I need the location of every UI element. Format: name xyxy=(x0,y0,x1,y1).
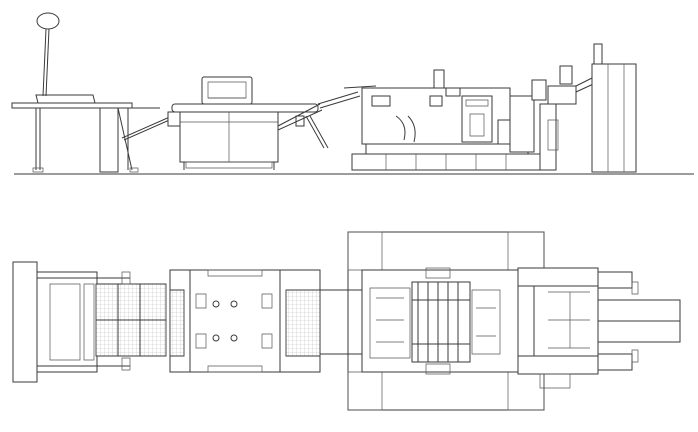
top-plan-view xyxy=(13,232,680,410)
plan-printing-unit xyxy=(320,232,544,410)
plan-dryer-conveyor xyxy=(170,270,320,372)
side-dryer-conveyor xyxy=(168,77,360,170)
plan-feeder-table xyxy=(13,262,166,382)
side-feeder-table xyxy=(12,13,174,172)
side-stacker-delivery xyxy=(510,44,636,172)
side-printing-unit xyxy=(344,70,546,170)
signal-lamp xyxy=(37,13,59,29)
plan-stacker-delivery xyxy=(518,268,680,388)
side-elevation-view xyxy=(12,13,694,174)
